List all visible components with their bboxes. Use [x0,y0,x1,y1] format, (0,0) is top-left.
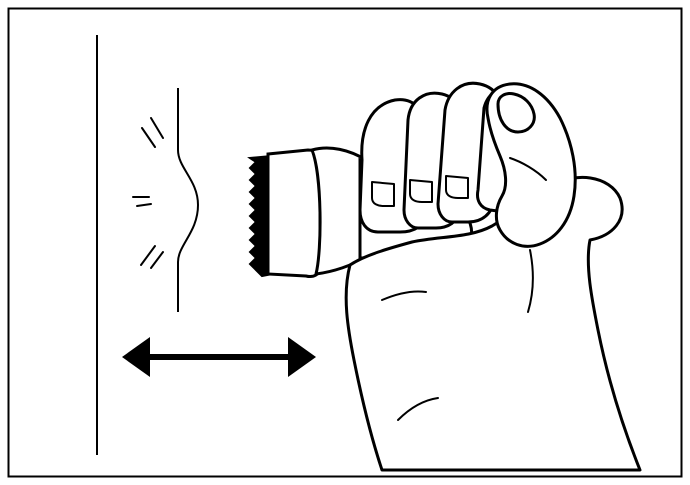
fingernail [410,180,432,202]
fingernail [372,182,394,206]
fingernail [446,176,468,198]
device-head [268,150,320,277]
